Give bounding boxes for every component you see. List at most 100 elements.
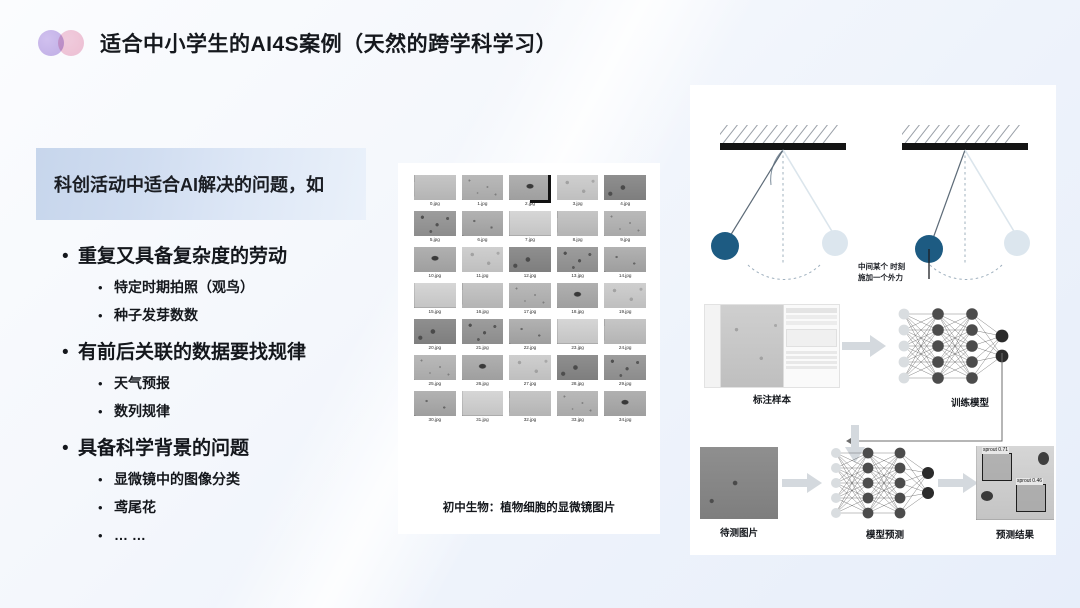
- bullet-level1: •具备科学背景的问题: [62, 436, 402, 462]
- grid-thumbnail: [604, 211, 646, 236]
- arrow-right-icon-2: [782, 473, 822, 493]
- grid-item-caption: 20.jpg: [428, 345, 442, 350]
- bullet-level2: •显微镜中的图像分类: [62, 469, 402, 490]
- grid-item[interactable]: 22.jpg: [506, 319, 554, 352]
- grid-item-caption: 22.jpg: [523, 345, 537, 350]
- grid-item[interactable]: 19.jpg: [601, 283, 649, 316]
- grid-item[interactable]: 14.jpg: [601, 247, 649, 280]
- grid-item[interactable]: 10.jpg: [411, 247, 459, 280]
- bullet-level2-label: 特定时期拍照（观鸟）: [114, 279, 254, 295]
- grid-item[interactable]: 17.jpg: [506, 283, 554, 316]
- grid-item[interactable]: 12.jpg: [506, 247, 554, 280]
- grid-item-caption: 23.jpg: [571, 345, 584, 350]
- grid-item-caption: 16.jpg: [476, 309, 489, 314]
- grid-item[interactable]: 27.jpg: [506, 355, 554, 388]
- grid-item[interactable]: 16.jpg: [459, 283, 507, 316]
- grid-item-caption: 29.jpg: [618, 381, 632, 386]
- slide-header: 适合中小学生的AI4S案例（天然的跨学科学习）: [38, 28, 557, 58]
- grid-thumbnail: [556, 247, 599, 272]
- grid-item[interactable]: 3.jpg: [554, 175, 602, 208]
- grid-item[interactable]: 7.jpg: [506, 211, 554, 244]
- grid-item-caption: 26.jpg: [476, 381, 489, 386]
- grid-item-caption: 18.jpg: [571, 309, 584, 314]
- bullet-dot: •: [62, 342, 69, 363]
- grid-item[interactable]: 1.jpg: [459, 175, 507, 208]
- grid-item[interactable]: 18.jpg: [554, 283, 602, 316]
- grid-item[interactable]: 33.jpg: [554, 391, 602, 424]
- bullet-dot: •: [98, 280, 103, 295]
- grid-item[interactable]: 23.jpg: [554, 319, 602, 352]
- grid-item-caption: 8.jpg: [572, 237, 583, 242]
- grid-item[interactable]: 15.jpg: [411, 283, 459, 316]
- bullet-level2: • 特定时期拍照（观鸟）: [62, 277, 402, 298]
- grid-item[interactable]: 6.jpg: [459, 211, 507, 244]
- grid-thumbnail: [461, 355, 504, 380]
- prediction-result-image: sprout 0.71 sprout 0.46: [976, 446, 1054, 520]
- bullet-dot: •: [98, 376, 103, 391]
- grid-item[interactable]: 2.jpg: [506, 175, 554, 208]
- grid-item[interactable]: 4.jpg: [601, 175, 649, 208]
- grid-item-caption: 5.jpg: [429, 237, 440, 242]
- grid-thumbnail: [414, 247, 456, 272]
- grid-item-caption: 4.jpg: [620, 201, 631, 206]
- grid-item-caption: 13.jpg: [571, 273, 584, 278]
- flow-label-predict-result: 预测结果: [995, 530, 1034, 541]
- grid-thumbnail: [509, 355, 551, 380]
- grid-thumbnail: [461, 283, 504, 308]
- grid-item[interactable]: 28.jpg: [554, 355, 602, 388]
- bullet-level2: •数列规律: [62, 401, 402, 422]
- grid-item[interactable]: 32.jpg: [506, 391, 554, 424]
- grid-thumbnail: [509, 391, 551, 416]
- grid-item-caption: 28.jpg: [571, 381, 584, 386]
- grid-item[interactable]: 30.jpg: [411, 391, 459, 424]
- grid-thumbnail: [509, 211, 551, 236]
- grid-thumbnail: [556, 319, 599, 344]
- grid-thumbnail: [461, 211, 504, 236]
- pendulum-diagram-left: [708, 113, 858, 283]
- detection-box: [982, 453, 1012, 481]
- pendulum-svg-right: [915, 149, 1030, 280]
- grid-item[interactable]: 11.jpg: [459, 247, 507, 280]
- grid-item-caption: 9.jpg: [620, 237, 631, 242]
- bullet-level2: •种子发芽数数: [62, 305, 402, 326]
- grid-item-caption: 15.jpg: [428, 309, 442, 314]
- bullet-dot: •: [98, 308, 103, 323]
- pendulum-svg-left: [711, 149, 848, 280]
- grid-thumbnail: [461, 175, 504, 200]
- grid-item[interactable]: 13.jpg: [554, 247, 602, 280]
- grid-item[interactable]: 29.jpg: [601, 355, 649, 388]
- grid-item[interactable]: 25.jpg: [411, 355, 459, 388]
- arrow-right-icon-1: [842, 335, 886, 357]
- grid-item[interactable]: 26.jpg: [459, 355, 507, 388]
- bullet-level1: •有前后关联的数据要找规律: [62, 340, 402, 366]
- callout-text: 科创活动中适合AI解决的问题，如: [54, 175, 324, 195]
- grid-item-caption: 11.jpg: [476, 273, 489, 278]
- grid-item[interactable]: 21.jpg: [459, 319, 507, 352]
- grid-thumbnail: [461, 319, 504, 344]
- flow-label-annotated-samples: 标注样本: [752, 395, 791, 406]
- grid-item-caption: 1.jpg: [477, 201, 488, 206]
- grid-thumbnail: [414, 355, 456, 380]
- bullet-list: •重复又具备复杂度的劳动•特定时期拍照（观鸟）•种子发芽数数•有前后关联的数据要…: [62, 244, 402, 546]
- grid-item[interactable]: 8.jpg: [554, 211, 602, 244]
- grid-item-caption: 21.jpg: [476, 345, 489, 350]
- grid-thumbnail: [509, 175, 551, 203]
- neural-net-diagram-train: [898, 308, 1009, 384]
- grid-item[interactable]: 0.jpg: [411, 175, 459, 208]
- grid-item[interactable]: 20.jpg: [411, 319, 459, 352]
- grid-item[interactable]: 34.jpg: [601, 391, 649, 424]
- grid-thumbnail: [556, 391, 599, 416]
- grid-thumbnail: [414, 211, 456, 236]
- grid-item[interactable]: 5.jpg: [411, 211, 459, 244]
- grid-item[interactable]: 24.jpg: [601, 319, 649, 352]
- grid-item[interactable]: 9.jpg: [601, 211, 649, 244]
- grid-thumbnail: [604, 355, 646, 380]
- callout-box: 科创活动中适合AI解决的问题，如: [36, 148, 366, 220]
- grid-thumbnail: [604, 175, 646, 200]
- grid-item-caption: 30.jpg: [428, 417, 442, 422]
- bullet-level1: •重复又具备复杂度的劳动: [62, 244, 402, 270]
- bullet-level1-label: 重复又具备复杂度的劳动: [78, 246, 288, 267]
- grid-item[interactable]: 31.jpg: [459, 391, 507, 424]
- grid-item-caption: 24.jpg: [618, 345, 632, 350]
